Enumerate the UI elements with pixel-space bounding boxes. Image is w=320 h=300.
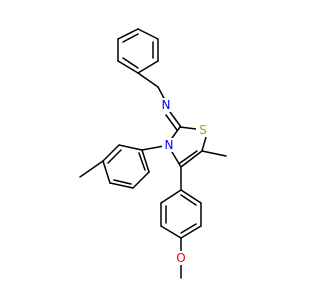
bond bbox=[137, 28, 159, 40]
label-backdrop bbox=[196, 123, 210, 137]
bond bbox=[102, 160, 111, 184]
bond bbox=[169, 111, 182, 128]
bond bbox=[109, 182, 134, 189]
molecule-structure: N S N O bbox=[79, 28, 227, 279]
sulfur-label: S bbox=[199, 123, 207, 137]
bond bbox=[179, 126, 197, 130]
bond bbox=[160, 225, 182, 239]
label-backdrop bbox=[162, 138, 176, 152]
bond bbox=[141, 149, 150, 173]
bond bbox=[122, 57, 139, 69]
label-backdrop bbox=[159, 98, 173, 112]
ring-nitrogen-label: N bbox=[165, 138, 174, 152]
bond bbox=[171, 151, 182, 168]
bond bbox=[180, 194, 197, 206]
label-backdrop bbox=[174, 251, 188, 265]
bond bbox=[179, 150, 198, 164]
bond bbox=[117, 28, 139, 40]
bond bbox=[180, 225, 202, 239]
bond bbox=[160, 189, 182, 204]
bond bbox=[138, 152, 146, 171]
bond bbox=[180, 223, 197, 234]
bond bbox=[171, 126, 181, 139]
bond bbox=[117, 60, 139, 74]
bond bbox=[118, 144, 143, 151]
bond bbox=[132, 171, 150, 189]
bond bbox=[201, 136, 207, 152]
bond bbox=[137, 72, 159, 88]
bond bbox=[157, 86, 166, 101]
bond bbox=[165, 114, 178, 131]
imine-nitrogen-label: N bbox=[162, 98, 171, 112]
bond bbox=[79, 160, 104, 178]
bond bbox=[102, 144, 120, 162]
bond bbox=[107, 149, 122, 164]
bond bbox=[201, 150, 227, 157]
bonds bbox=[79, 28, 227, 279]
atom-labels: N S N O bbox=[159, 98, 210, 265]
bond bbox=[180, 189, 202, 204]
bond bbox=[137, 60, 159, 74]
bond bbox=[113, 179, 132, 185]
bond bbox=[141, 145, 165, 151]
bond bbox=[180, 150, 203, 168]
oxygen-label: O bbox=[176, 251, 185, 265]
molecule-structure-canvas: N S N O bbox=[79, 28, 227, 279]
bond bbox=[122, 33, 139, 43]
